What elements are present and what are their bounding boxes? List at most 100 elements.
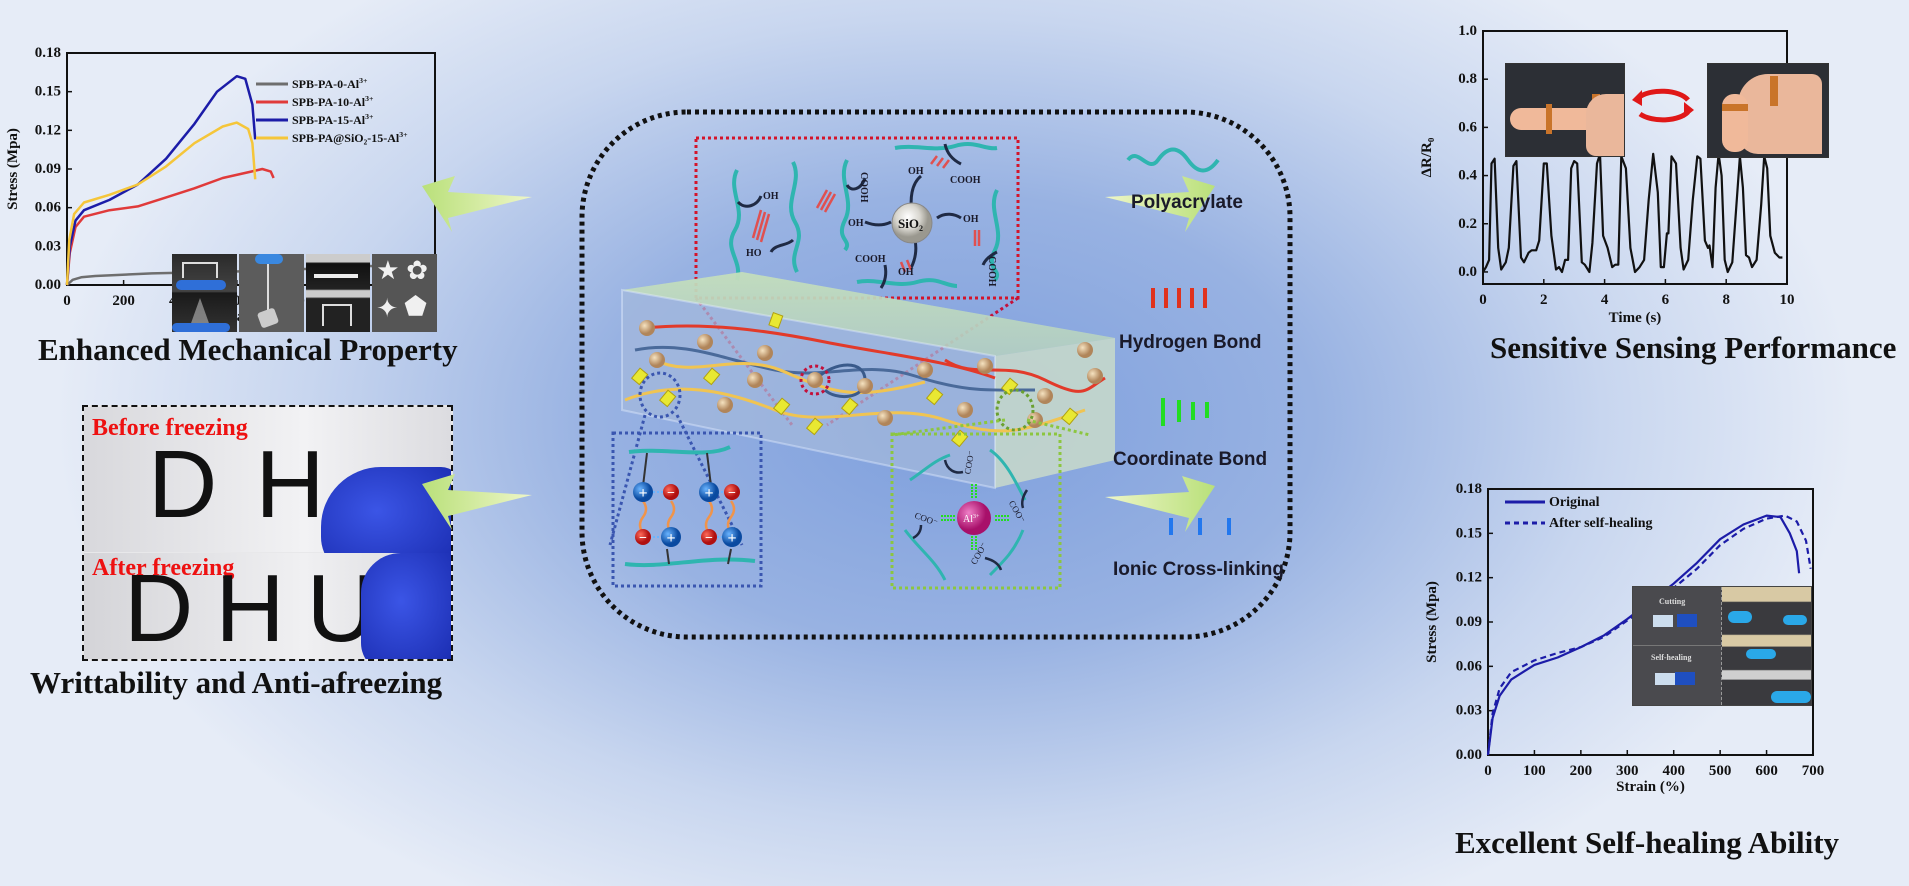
al-ion-label: Al3+: [963, 514, 980, 525]
outer-dotted-frame: [579, 109, 1293, 640]
anion: [701, 529, 717, 545]
anion: [635, 529, 651, 545]
carboxylate-label: COO⁻: [1007, 499, 1028, 525]
mechanical-inset-photos: ★ ✿ ✦ ⬟: [172, 254, 437, 332]
cation: [699, 482, 719, 502]
y-tick-label: 0.18: [1456, 481, 1482, 497]
plus-sign: +: [704, 485, 713, 502]
coordinate-bond-symbol-icon: [1161, 398, 1209, 426]
cutting-label: Cutting: [1659, 597, 1686, 606]
legend-hydrogen-bond: Hydrogen Bond: [1119, 332, 1262, 353]
x-tick-label: 400: [1662, 763, 1685, 779]
anion: [663, 484, 679, 500]
x-tick-label: 0: [1484, 763, 1492, 779]
cycle-arrows-icon: [1632, 88, 1694, 123]
legend-entry: SPB-PA-10-Al3+: [292, 94, 374, 109]
y-tick-label: 0.12: [35, 122, 61, 138]
plot-frame: [66, 52, 436, 286]
center-mechanism-diagram: OH HO COOH OH COOH OH COOH OH COOH OH Si…: [579, 109, 1293, 640]
cut-heal-photo: Cutting Self-healing: [1633, 587, 1722, 705]
y-axis-label: ΔR/R₀: [1419, 137, 1435, 177]
y-tick-label: 0.18: [35, 45, 61, 61]
arrow-to-mechanical-icon: [460, 198, 520, 244]
y-tick-label: 0.4: [1458, 168, 1477, 184]
ionic-inset-frame: [611, 431, 763, 588]
legend-entry: SPB-PA@SiO₂-15-Al3+: [292, 130, 408, 145]
legend-coordinate-bond: Coordinate Bond: [1113, 449, 1267, 470]
photo-hang: [238, 254, 304, 332]
series-line: [1482, 152, 1783, 274]
y-tick-label: 0.0: [1458, 264, 1477, 280]
y-axis-label: Stress (Mpa): [5, 128, 21, 210]
photo-shapes: ★ ✿ ✦ ⬟: [372, 254, 437, 332]
hbond-label: COOH: [855, 254, 886, 265]
legend-ionic-crosslinking: Ionic Cross-linking: [1113, 559, 1284, 580]
hydrogen-bond-symbol-icon: [1151, 288, 1207, 308]
minus-sign: −: [667, 486, 675, 501]
sensing-caption: Sensitive Sensing Performance: [1490, 330, 1897, 365]
mechanical-panel: 0200400600800100012000.000.030.060.090.1…: [0, 0, 458, 380]
hbond-label: COOH: [950, 175, 981, 186]
x-tick-label: 300: [1616, 763, 1639, 779]
legend-entry: After self-healing: [1549, 516, 1653, 531]
y-tick-label: 0.12: [1456, 570, 1482, 586]
sio2-particle: [891, 202, 933, 244]
self-healing-label: Self-healing: [1651, 653, 1692, 662]
x-tick-label: 2: [1540, 292, 1548, 308]
hbond-label: COOH: [858, 172, 869, 203]
polyacrylate-symbol-icon: [1126, 147, 1220, 173]
x-axis-label: Strain (%): [1616, 779, 1685, 795]
x-tick-label: 10: [1780, 292, 1795, 308]
y-tick-label: 0.06: [1456, 658, 1483, 674]
series-line: [65, 74, 257, 286]
hbond-label: COOH: [986, 256, 997, 287]
minus-sign: −: [639, 531, 647, 546]
y-tick-label: 0.15: [35, 84, 61, 100]
coordination-inset-frame: [890, 432, 1062, 590]
before-freezing-label: Before freezing: [92, 415, 248, 441]
selfhealing-inset-photos: Cutting Self-healing: [1632, 586, 1812, 706]
y-tick-label: 0.06: [35, 200, 62, 216]
finger-straight-photo: [1505, 63, 1625, 157]
hbond-label: OH: [908, 166, 924, 177]
x-tick-label: 600: [1755, 763, 1778, 779]
cation: [633, 482, 653, 502]
writability-panel: Before freezing DH After freezing DHU Wr…: [0, 400, 480, 700]
selfhealing-caption: Excellent Self-healing Ability: [1455, 825, 1840, 860]
finger-bent-photo: [1707, 63, 1829, 158]
minus-sign: −: [728, 486, 736, 501]
legend-entry: Original: [1549, 495, 1600, 510]
series-line: [65, 167, 275, 286]
x-tick-label: 8: [1722, 292, 1730, 308]
x-tick-label: 0: [63, 293, 71, 309]
y-tick-label: 0.2: [1458, 216, 1477, 232]
y-tick-label: 0.6: [1458, 119, 1477, 135]
plus-sign: +: [638, 485, 647, 502]
x-tick-label: 0: [1479, 292, 1487, 308]
coordination-inset-content: Al3+ COO⁻ COO⁻ COO⁻ COO⁻: [903, 448, 1029, 581]
x-tick-label: 100: [1523, 763, 1546, 779]
y-tick-label: 0.00: [35, 277, 61, 293]
hbond-label: OH: [963, 214, 979, 225]
hbond-label: OH: [848, 218, 864, 229]
writability-photo-frame: Before freezing DH After freezing DHU: [82, 405, 453, 661]
x-tick-label: 500: [1709, 763, 1732, 779]
glove-hand: [361, 553, 451, 659]
sio2-label: SiO2: [898, 216, 923, 233]
cation: [661, 527, 681, 547]
y-tick-label: 0.03: [35, 238, 61, 254]
series-line: [65, 121, 257, 286]
carboxylate-label: COO⁻: [913, 510, 939, 528]
x-tick-label: 4: [1601, 292, 1609, 308]
y-tick-label: 0.15: [1456, 525, 1482, 541]
legend-entry: SPB-PA-15-Al3+: [292, 112, 374, 127]
x-tick-label: 200: [1570, 763, 1593, 779]
stretch-rulers-photo: [1722, 587, 1811, 705]
y-tick-label: 0.09: [1456, 614, 1482, 630]
x-tick-label: 6: [1662, 292, 1670, 308]
writability-caption: Writtability and Anti-afreezing: [30, 665, 443, 700]
center-legend: Polyacrylate Hydrogen Bond Coordinate Bo…: [1113, 147, 1284, 580]
